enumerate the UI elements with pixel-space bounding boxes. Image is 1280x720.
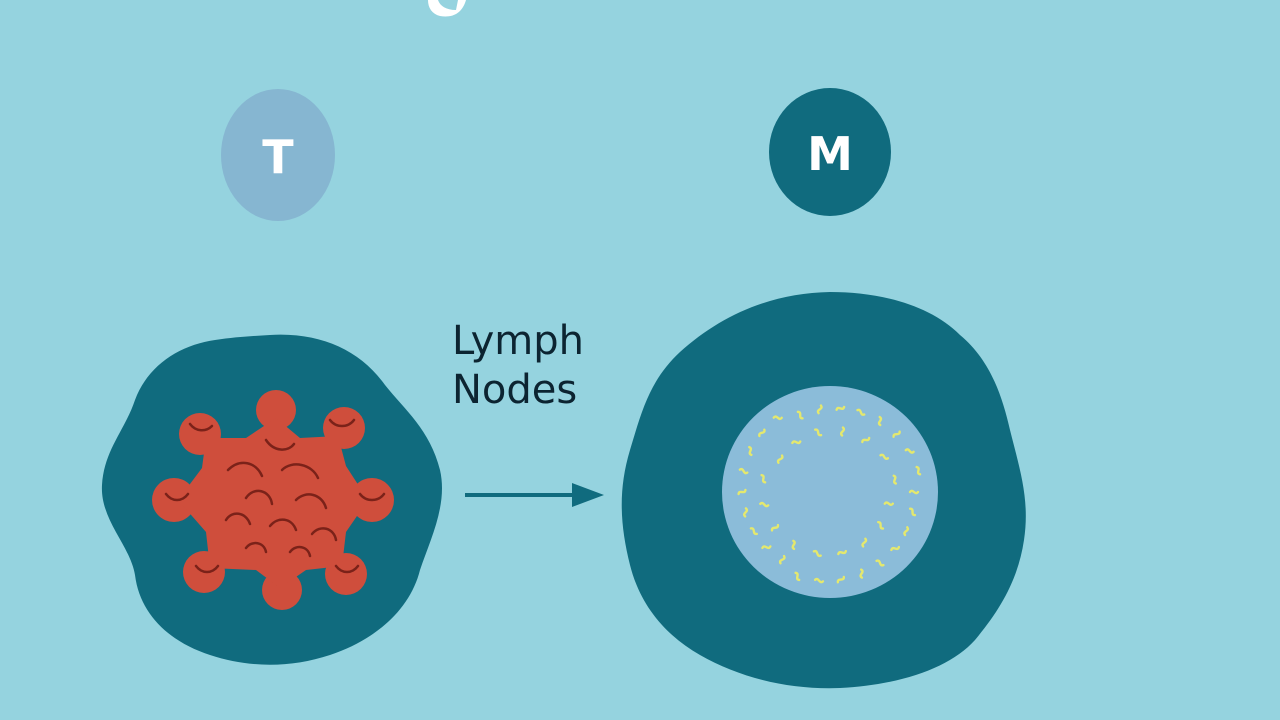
title-fragment <box>428 0 466 17</box>
particle <box>749 527 758 536</box>
particle <box>796 410 804 420</box>
particle <box>903 526 910 537</box>
particle <box>748 445 753 457</box>
t-badge-circle <box>221 89 335 221</box>
arrow-head <box>572 483 604 507</box>
particle <box>776 454 784 464</box>
tumor-line <box>288 545 312 558</box>
particle <box>816 404 823 415</box>
tumor-line <box>328 418 356 428</box>
metastatic-cell <box>621 292 1026 689</box>
particle <box>760 473 767 484</box>
tumor-line <box>226 461 264 478</box>
tumor-line <box>264 438 296 451</box>
tumor-line <box>358 492 386 502</box>
particle <box>813 577 825 584</box>
particle <box>883 501 895 506</box>
tumor-texture <box>164 418 386 574</box>
tumor-line <box>294 493 328 510</box>
m-badge: M <box>769 88 891 216</box>
m-badge-label: M <box>807 127 853 181</box>
particle <box>839 426 846 437</box>
particle <box>908 489 920 495</box>
particle <box>759 501 770 508</box>
particle <box>738 467 749 475</box>
particle <box>915 465 922 476</box>
arrow-right-icon <box>465 483 604 507</box>
particle <box>890 545 901 552</box>
particle <box>859 568 864 579</box>
particle <box>778 554 786 565</box>
nucleus <box>722 386 938 598</box>
particle <box>761 545 772 550</box>
tumor-line <box>310 527 338 542</box>
tumor-line <box>164 492 190 502</box>
particle <box>772 415 783 421</box>
tumor-cell <box>101 334 442 665</box>
particle <box>794 571 801 582</box>
tumor-line <box>268 518 298 532</box>
particle <box>877 415 883 427</box>
particle <box>758 428 766 438</box>
particle <box>743 507 749 518</box>
particle <box>770 523 780 532</box>
tumor-line <box>188 422 214 432</box>
particle <box>876 520 885 530</box>
particle <box>791 440 802 445</box>
particle <box>836 575 846 584</box>
particle <box>904 448 915 454</box>
tumor-line <box>280 463 320 480</box>
label-line-2: Nodes <box>452 367 577 413</box>
particle <box>879 453 890 460</box>
particle <box>908 507 917 517</box>
tumor-line <box>224 512 252 526</box>
t-badge: T <box>221 89 335 221</box>
tumor-bump <box>256 390 296 430</box>
m-badge-circle <box>769 88 891 216</box>
tumor-line <box>194 564 220 574</box>
label-line-1: Lymph <box>452 318 584 364</box>
tumor-line <box>244 541 268 554</box>
particle <box>875 559 885 567</box>
particle <box>861 436 871 444</box>
tumor-line <box>244 489 274 506</box>
particle <box>892 430 901 438</box>
t-badge-label: T <box>262 130 294 184</box>
particle <box>812 549 822 558</box>
particle <box>814 428 823 437</box>
tumor-line <box>334 564 360 574</box>
particle <box>837 549 847 556</box>
particle <box>737 488 747 496</box>
particle <box>835 405 846 411</box>
lymph-nodes-label: Lymph Nodes <box>452 318 584 413</box>
particle <box>791 539 796 551</box>
particle <box>892 474 898 485</box>
particle <box>856 408 866 416</box>
particles <box>737 404 922 584</box>
particle <box>861 537 868 548</box>
